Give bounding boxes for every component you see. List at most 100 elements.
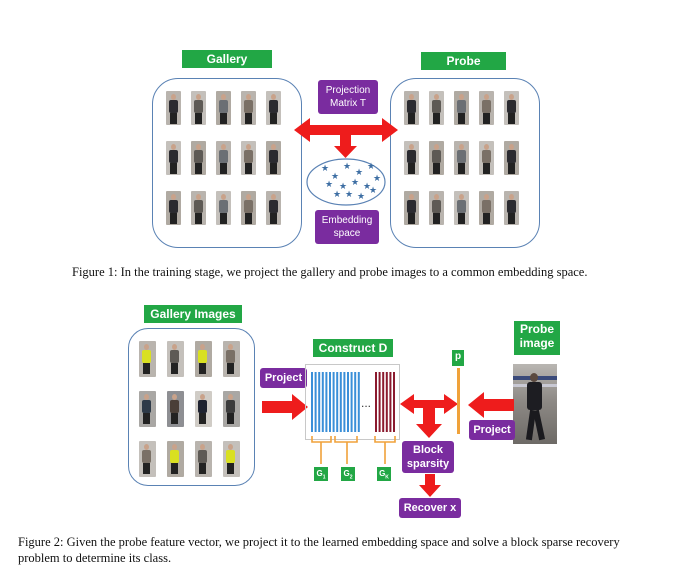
thumb-torso: [194, 200, 203, 213]
thumb-head: [144, 344, 149, 350]
thumb-legs: [483, 113, 490, 124]
person-thumbnail: [139, 391, 156, 427]
person-thumbnail: [223, 391, 240, 427]
thumb-torso: [142, 400, 151, 413]
project-left-arrow: [262, 394, 308, 420]
star-point: ★: [367, 162, 375, 172]
thumb-torso: [507, 100, 516, 113]
block-line-1: Block: [413, 444, 443, 456]
star-point: ★: [325, 180, 333, 190]
thumb-torso: [432, 200, 441, 213]
star-point: ★: [373, 174, 381, 184]
star-point: ★: [331, 172, 339, 182]
recover-x-label: Recover x: [399, 498, 461, 518]
probe-line-2: image: [519, 336, 555, 351]
thumb-torso: [407, 150, 416, 163]
thumb-torso: [219, 150, 228, 163]
thumb-head: [246, 94, 251, 100]
figure-2-caption-line-1: Figure 2: Given the probe feature vector…: [18, 535, 620, 549]
p-label: p: [452, 350, 464, 366]
thumb-legs: [408, 113, 415, 124]
block-sparsity-label: Block sparsity: [402, 441, 454, 473]
probe-line-1: Probe: [519, 322, 554, 336]
thumb-legs: [270, 213, 277, 224]
group-g1-sub: 1: [322, 474, 326, 481]
person-thumbnail: [454, 191, 469, 225]
group-bracket: [311, 436, 332, 464]
thumb-torso: [169, 150, 178, 163]
thumb-head: [484, 94, 489, 100]
person-thumbnail: [166, 91, 181, 125]
dictionary-bars: [311, 372, 396, 464]
thumb-torso: [457, 100, 466, 113]
dictionary-column: [336, 372, 339, 432]
probe-image: [513, 364, 557, 444]
person-thumbnail: [504, 191, 519, 225]
person-thumbnail: [241, 191, 256, 225]
thumb-head: [409, 194, 414, 200]
thumb-legs: [143, 463, 150, 474]
thumb-torso: [219, 100, 228, 113]
dictionary-column: [382, 372, 385, 432]
dictionary-column: [347, 372, 349, 432]
thumb-torso: [269, 200, 278, 213]
thumb-head: [484, 194, 489, 200]
star-point: ★: [333, 190, 341, 200]
thumb-torso: [169, 200, 178, 213]
thumb-torso: [170, 450, 179, 463]
thumb-head: [246, 194, 251, 200]
person-thumbnail: [167, 441, 184, 477]
thumb-legs: [143, 413, 150, 424]
dictionary-column: [329, 372, 331, 432]
star-point: ★: [357, 192, 365, 202]
probe-feature-vector: [457, 368, 460, 434]
fig1-probe-panel: [390, 78, 540, 248]
person-thumbnail: [404, 191, 419, 225]
dictionary-column: [350, 372, 353, 432]
thumb-torso: [407, 200, 416, 213]
block-sparsity-arrow: [400, 394, 458, 438]
group-g2-sub: 2: [349, 474, 353, 481]
thumb-head: [196, 194, 201, 200]
person-thumbnail: [429, 91, 444, 125]
thumb-legs: [227, 363, 234, 374]
group-gk: GK: [377, 467, 391, 481]
thumb-legs: [483, 163, 490, 174]
thumb-legs: [270, 163, 277, 174]
group-bracket: [374, 436, 396, 464]
thumb-torso: [226, 400, 235, 413]
thumb-legs: [227, 463, 234, 474]
thumb-head: [509, 144, 514, 150]
thumb-legs: [170, 113, 177, 124]
person-thumbnail: [241, 91, 256, 125]
thumb-head: [409, 94, 414, 100]
thumb-torso: [142, 350, 151, 363]
star-point: ★: [345, 190, 353, 200]
person-thumbnail: [191, 91, 206, 125]
person-thumbnail: [216, 141, 231, 175]
thumb-torso: [169, 100, 178, 113]
dictionary-column: [385, 372, 388, 432]
person-thumbnail: [429, 191, 444, 225]
person-thumbnail: [167, 341, 184, 377]
star-point: ★: [363, 182, 371, 192]
thumb-legs: [171, 363, 178, 374]
thumb-head: [409, 144, 414, 150]
thumb-legs: [220, 163, 227, 174]
thumb-legs: [220, 113, 227, 124]
projection-line-1: Projection: [325, 85, 371, 96]
thumb-legs: [508, 163, 515, 174]
person-thumbnail: [504, 141, 519, 175]
person-thumbnail: [404, 141, 419, 175]
thumb-head: [271, 94, 276, 100]
group-g2-letter: G: [343, 469, 350, 478]
star-point: ★: [355, 168, 363, 178]
thumb-torso: [194, 150, 203, 163]
star-point: ★: [343, 162, 351, 172]
thumb-head: [196, 144, 201, 150]
construct-d-label: Construct D: [313, 339, 393, 357]
thumb-legs: [245, 113, 252, 124]
thumb-torso: [142, 450, 151, 463]
thumb-torso: [219, 200, 228, 213]
thumb-legs: [245, 163, 252, 174]
